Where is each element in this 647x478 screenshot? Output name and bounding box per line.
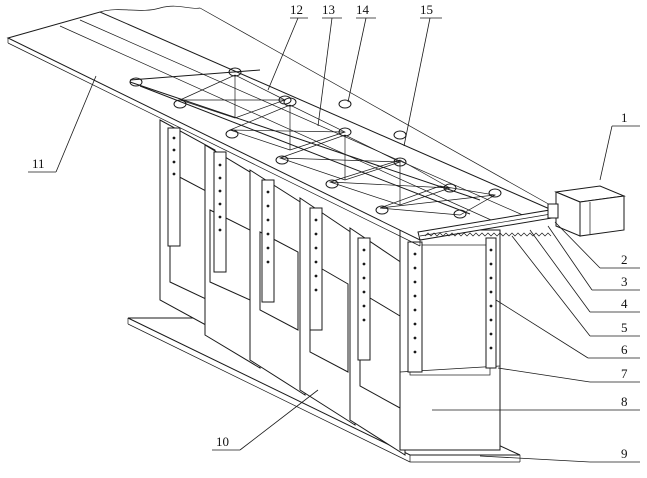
label-8: 8 (621, 394, 628, 409)
label-14: 14 (356, 2, 370, 17)
label-10: 10 (216, 434, 229, 449)
label-15: 15 (420, 2, 433, 17)
leader-lines (28, 17, 640, 463)
drive-motor (547, 185, 626, 237)
label-9: 9 (621, 446, 628, 461)
scissor-linkage (129, 67, 502, 219)
label-2: 2 (621, 252, 628, 267)
label-3: 3 (621, 274, 628, 289)
label-7: 7 (621, 366, 628, 381)
vertical-posts (167, 127, 497, 373)
label-4: 4 (621, 296, 628, 311)
label-11: 11 (32, 156, 45, 171)
label-6: 6 (621, 342, 628, 357)
link-unit-2 (225, 97, 352, 151)
label-5: 5 (621, 320, 628, 335)
label-1: 1 (621, 110, 628, 125)
label-12: 12 (290, 2, 303, 17)
link-unit-5 (375, 185, 502, 219)
callout-labels: 1 2 3 4 5 6 7 8 9 10 11 12 13 14 15 (32, 2, 628, 461)
post-holes (172, 136, 493, 354)
label-13: 13 (322, 2, 335, 17)
link-unit-1 (173, 67, 292, 119)
